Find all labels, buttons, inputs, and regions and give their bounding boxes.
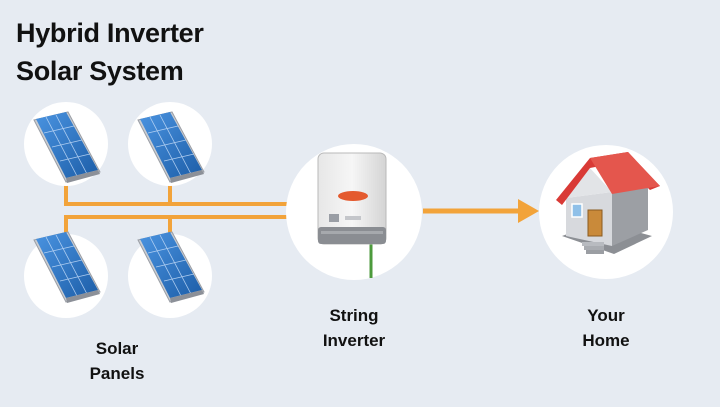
home-node	[539, 145, 673, 279]
solar-panels-label-line-2: Panels	[89, 364, 145, 383]
inverter-icon	[317, 152, 387, 278]
solar-panel-bottom-right	[128, 231, 212, 318]
panel-bus-wires	[64, 182, 287, 238]
solar-panel-top-right	[128, 102, 212, 186]
your-home-label: Your Home	[570, 303, 642, 353]
diagram-title-line-2: Solar System	[16, 56, 184, 86]
inverter-to-home-arrow	[423, 199, 539, 223]
arrow-right-icon	[518, 199, 539, 223]
diagram-title: Hybrid Inverter Solar System	[16, 14, 204, 90]
string-inverter-label: String Inverter	[310, 303, 398, 353]
house-icon	[556, 152, 660, 254]
inverter-node	[286, 144, 422, 280]
string-inverter-label-line-2: Inverter	[322, 331, 386, 350]
solar-panel-top-left	[24, 102, 108, 186]
solar-panel-bottom-left	[24, 231, 108, 318]
solar-panels-label: Solar Panels	[80, 336, 154, 386]
your-home-label-line-2: Home	[582, 331, 630, 350]
your-home-label-line-1: Your	[587, 306, 625, 325]
diagram-title-line-1: Hybrid Inverter	[16, 18, 204, 48]
solar-panels-label-line-1: Solar	[95, 339, 139, 358]
string-inverter-label-line-1: String	[329, 306, 379, 325]
